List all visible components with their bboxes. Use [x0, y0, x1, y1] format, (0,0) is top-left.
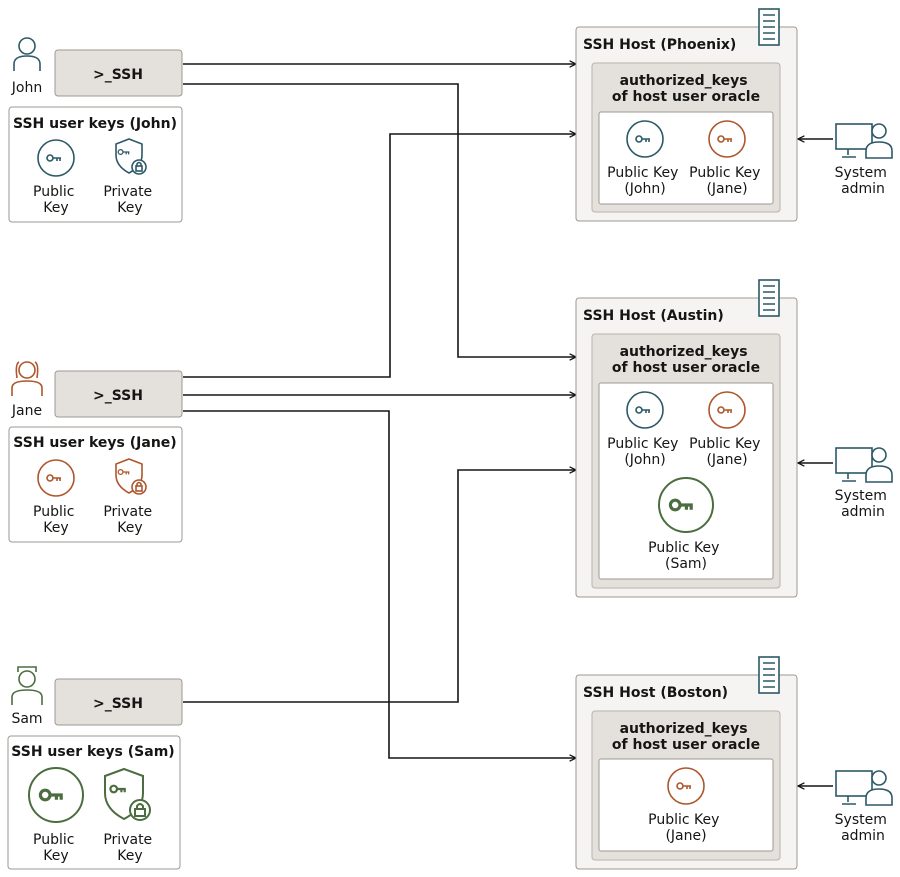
private-key-label: Private Key — [103, 504, 156, 536]
person-sam-icon — [11, 666, 43, 705]
user-jane: Jane >_SSH SSH user keys (Jane) Public K… — [8, 361, 183, 543]
authorized-key-label: Public Key (Jane) — [689, 165, 765, 197]
user-keys-title: SSH user keys (Sam) — [11, 744, 174, 760]
user-name-jane: Jane — [11, 403, 42, 419]
person-john-icon — [13, 37, 41, 71]
private-key-shield-icon — [115, 138, 147, 175]
host-title: SSH Host (Boston) — [583, 685, 728, 701]
ssh-client-label: >_SSH — [93, 67, 143, 83]
system-admin-austin: System admin — [835, 447, 893, 520]
user-name-sam: Sam — [11, 711, 42, 727]
system-admin-phoenix: System admin — [835, 123, 893, 197]
system-admin-boston: System admin — [835, 770, 893, 844]
host-title: SSH Host (Phoenix) — [583, 37, 736, 53]
authorized-key-label: Public Key (John) — [607, 165, 683, 197]
connector-jane-phoenix — [183, 134, 576, 378]
admin-label: System admin — [835, 488, 892, 520]
public-key-john-icon — [626, 120, 664, 158]
user-name-john: John — [11, 80, 42, 96]
connector-john-austin — [183, 83, 576, 357]
host-phoenix: SSH Host (Phoenix) authorized_keys of ho… — [575, 8, 798, 222]
host-boston: SSH Host (Boston) authorized_keys of hos… — [575, 656, 798, 870]
server-icon — [758, 656, 780, 694]
admin-computer-icon — [835, 447, 893, 483]
public-key-sam-icon — [658, 477, 714, 533]
authorized-key-label: Public Key (John) — [607, 436, 683, 468]
user-keys-title: SSH user keys (John) — [13, 116, 177, 132]
public-key-jane-icon — [667, 767, 705, 805]
user-keys-box-jane: SSH user keys (Jane) Public Key Private … — [8, 426, 183, 543]
authorized-keys-title: authorized_keys of host user oracle — [612, 344, 760, 376]
private-key-label: Private Key — [103, 832, 156, 864]
public-key-label: Public Key — [33, 184, 79, 216]
public-key-icon — [37, 139, 75, 177]
public-key-icon — [28, 767, 84, 823]
ssh-client-label: >_SSH — [93, 696, 143, 712]
public-key-jane-icon — [708, 391, 746, 429]
server-icon — [758, 279, 780, 317]
host-austin: SSH Host (Austin) authorized_keys of hos… — [575, 279, 798, 598]
admin-computer-icon — [835, 123, 893, 159]
user-keys-box-john: SSH user keys (John) Public Key Private … — [8, 106, 183, 223]
private-key-shield-icon — [104, 767, 151, 821]
authorized-key-label: Public Key (Jane) — [689, 436, 765, 468]
private-key-shield-icon — [115, 458, 147, 495]
public-key-icon — [37, 459, 75, 497]
host-title: SSH Host (Austin) — [583, 308, 724, 324]
admin-label: System admin — [835, 812, 892, 844]
authorized-key-label: Public Key (Sam) — [648, 540, 724, 572]
connector-jane-boston — [183, 410, 576, 758]
private-key-label: Private Key — [103, 184, 156, 216]
connectors — [183, 64, 833, 786]
public-key-label: Public Key — [33, 832, 79, 864]
connector-sam-austin — [183, 470, 576, 703]
public-key-john-icon — [626, 391, 664, 429]
ssh-client-jane[interactable]: >_SSH — [54, 370, 183, 418]
authorized-keys-title: authorized_keys of host user oracle — [612, 721, 760, 753]
admin-computer-icon — [835, 770, 893, 806]
user-john: John >_SSH SSH user keys (John) Public K… — [8, 37, 183, 223]
user-keys-box-sam: SSH user keys (Sam) Public Key Private K… — [7, 735, 181, 870]
user-keys-title: SSH user keys (Jane) — [13, 435, 176, 451]
user-sam: Sam >_SSH SSH user keys (Sam) Public Key — [7, 666, 183, 870]
authorized-key-label: Public Key (Jane) — [648, 812, 724, 844]
public-key-label: Public Key — [33, 504, 79, 536]
admin-label: System admin — [835, 165, 892, 197]
authorized-keys-title: authorized_keys of host user oracle — [612, 73, 760, 105]
ssh-client-john[interactable]: >_SSH — [54, 49, 183, 97]
ssh-client-label: >_SSH — [93, 388, 143, 404]
person-jane-icon — [11, 361, 43, 396]
ssh-client-sam[interactable]: >_SSH — [54, 678, 183, 726]
server-icon — [758, 8, 780, 46]
public-key-jane-icon — [708, 120, 746, 158]
